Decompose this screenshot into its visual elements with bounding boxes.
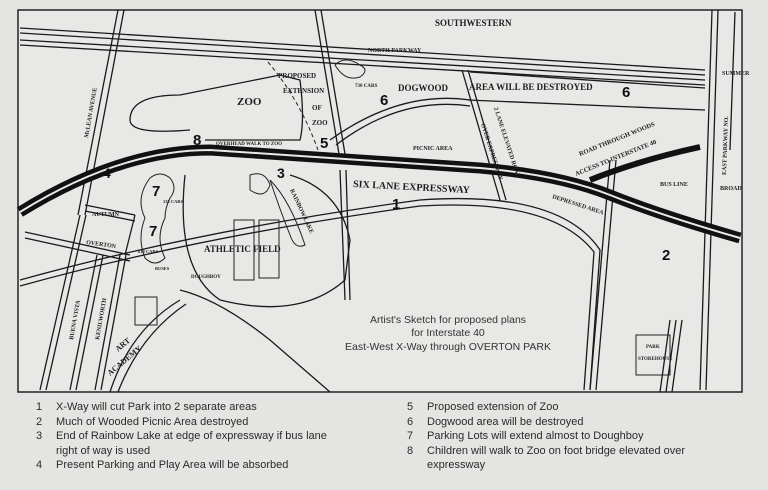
north-parkway-road xyxy=(19,27,706,86)
legend-left-column: 1 X-Way will cut Park into 2 separate are… xyxy=(36,400,376,473)
label-proposed: PROPOSED xyxy=(278,72,316,80)
street-label-overton: OVERTON xyxy=(86,240,117,250)
label-picnic-area: PICNIC AREA xyxy=(413,146,453,152)
label-614-cars: 614 CARS xyxy=(138,249,159,254)
marker-8: 8 xyxy=(193,132,201,149)
label-zoo-ext: ZOO xyxy=(312,119,328,127)
label-135-cars: 135 CARS xyxy=(163,199,184,204)
marker-4: 4 xyxy=(103,165,111,181)
legend-text: Dogwood area will be destroyed xyxy=(427,415,584,428)
six-lane-expressway xyxy=(17,144,742,244)
legend-item: 8 Children will walk to Zoo on foot bridg… xyxy=(407,444,747,473)
label-overhead-walk: OVERHEAD WALK TO ZOO xyxy=(216,142,282,147)
athletic-field-rect-right xyxy=(258,219,280,279)
athletic-field-rect-left xyxy=(233,219,255,281)
legend-number: 4 xyxy=(36,459,43,472)
park-storehouse xyxy=(635,334,671,376)
caption-line-2: for Interstate 40 xyxy=(411,327,485,339)
marker-3: 3 xyxy=(277,165,285,181)
legend-item: 4 Present Parking and Play Area will be a… xyxy=(36,458,376,473)
legend-right-column: 5 Proposed extension of Zoo 6 Dogwood area… xyxy=(407,400,747,473)
athletic-field-road xyxy=(182,174,351,308)
street-label-southwestern: SOUTHWESTERN xyxy=(435,18,512,28)
label-extension: EXTENSION xyxy=(283,87,324,95)
legend-number: 7 xyxy=(407,430,414,443)
marker-6b: 6 xyxy=(622,84,630,101)
legend-text: Children will walk to Zoo on foot bridge… xyxy=(427,444,686,472)
legend-text: End of Rainbow Lake at edge of expresswa… xyxy=(56,430,327,457)
label-dogwood: DOGWOOD xyxy=(398,83,449,93)
legend-item: 5 Proposed extension of Zoo xyxy=(407,400,747,415)
legend-item: 1 X-Way will cut Park into 2 separate are… xyxy=(36,400,376,415)
label-buses: BUSES xyxy=(155,266,170,271)
label-doughboy: DOUGHBOY xyxy=(191,275,221,280)
legend-text: Proposed extension of Zoo xyxy=(427,401,559,413)
legend-number: 6 xyxy=(407,415,414,428)
legend-text: Present Parking and Play Area will be ab… xyxy=(56,459,289,472)
marker-5: 5 xyxy=(320,135,328,152)
street-label-east-parkway: EAST PARKWAY NO. xyxy=(722,116,730,176)
legend-number: 8 xyxy=(407,444,414,457)
legend-number: 5 xyxy=(407,401,414,413)
art-academy-building xyxy=(134,296,158,326)
label-bus-line: BUS LINE xyxy=(660,182,688,188)
label-storehouse: STOREHOUSE xyxy=(638,357,673,362)
label-zoo: ZOO xyxy=(237,96,262,108)
tree-clusters xyxy=(140,59,366,264)
label-730-cars: 730 CARS xyxy=(355,84,378,89)
legend-number: 1 xyxy=(36,401,43,413)
street-label-autumn: AUTUMN xyxy=(92,212,120,218)
legend-item: 3 End of Rainbow Lake at edge of expressw… xyxy=(36,429,376,458)
caption-line-3: East-West X-Way through OVERTON PARK xyxy=(345,341,551,353)
legend-item: 6 Dogwood area will be destroyed xyxy=(407,415,747,430)
label-park: PARK xyxy=(646,345,660,350)
legend-text: Much of Wooded Picnic Area destroyed xyxy=(56,415,249,428)
marker-6a: 6 xyxy=(380,92,388,109)
street-label-north-parkway: NORTH PARKWAY xyxy=(368,48,422,54)
legend-item: 7 Parking Lots will extend almost to Doug… xyxy=(407,429,747,444)
overton-park-map: SOUTHWESTERN NORTH PARKWAY SUMMER McLEAN… xyxy=(17,9,750,393)
legend-item: 2 Much of Wooded Picnic Area destroyed xyxy=(36,415,376,430)
marker-7b: 7 xyxy=(149,223,157,240)
proposed-extension-boundary xyxy=(267,61,319,151)
legend-text: Parking Lots will extend almost to Dough… xyxy=(427,430,644,443)
marker-7a: 7 xyxy=(152,183,160,200)
street-label-broad: BROAD xyxy=(720,186,742,192)
legend-number: 2 xyxy=(36,415,43,428)
label-athletic-field: ATHLETIC FIELD xyxy=(204,244,281,254)
label-of: OF xyxy=(312,104,322,112)
street-grid xyxy=(19,9,736,393)
street-label-summer: SUMMER xyxy=(722,71,750,77)
legend-number: 3 xyxy=(36,430,43,443)
legend-text: X-Way will cut Park into 2 separate area… xyxy=(56,401,257,413)
label-dogwood-area: AREA WILL BE DESTROYED xyxy=(469,82,593,92)
caption-line-1: Artist's Sketch for proposed plans xyxy=(370,314,526,326)
marker-1: 1 xyxy=(392,196,400,213)
marker-2: 2 xyxy=(662,247,670,264)
zoo-loop-road xyxy=(129,74,304,141)
